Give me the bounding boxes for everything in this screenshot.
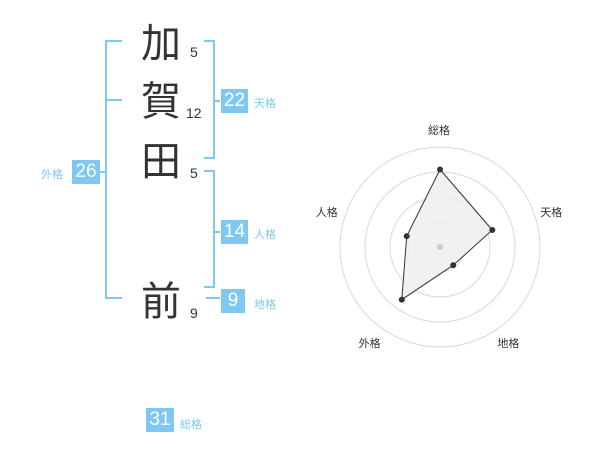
- jinkaku-label: 人格: [254, 228, 276, 241]
- chikaku-value-badge: 9: [221, 289, 245, 313]
- chikaku-label: 地格: [254, 298, 276, 311]
- radar-axis-label-1: 総格: [428, 124, 450, 137]
- name-char-2: 賀: [141, 79, 181, 125]
- given-char-1: 前: [141, 279, 181, 325]
- stroke-count-4: 9: [190, 305, 198, 321]
- radar-point-5: [403, 233, 410, 240]
- stroke-count-1: 5: [190, 44, 198, 60]
- radar-center-dot: [437, 244, 443, 250]
- soukaku-value-badge: 31: [146, 408, 174, 432]
- gaikaku-value-badge: 26: [72, 160, 100, 184]
- radar-ring-4: [339, 146, 541, 348]
- radar-axis-label-4: 外格: [358, 337, 381, 351]
- tenkaku-value-badge: 22: [221, 89, 248, 113]
- jinkaku-bracket: [204, 170, 215, 288]
- radar-point-3: [450, 262, 457, 269]
- name-char-3: 田: [141, 139, 181, 185]
- radar-axis-label-2: 天格: [540, 205, 563, 219]
- name-char-1: 加: [141, 21, 181, 67]
- stroke-count-2: 12: [186, 105, 202, 121]
- radar-axis-label-5: 人格: [315, 205, 338, 219]
- radar-point-1: [437, 166, 443, 173]
- tenkaku-label: 天格: [254, 97, 276, 110]
- soukaku-label: 総格: [180, 418, 202, 431]
- gaikaku-label: 外格: [41, 168, 63, 181]
- radar-polygon: [401, 168, 494, 301]
- radar-axis-label-3: 地格: [497, 337, 520, 351]
- stroke-count-3: 5: [190, 165, 198, 181]
- tenkaku-bracket: [204, 40, 215, 159]
- gaikaku-bracket: [105, 40, 122, 299]
- jinkaku-value-badge: 14: [221, 220, 248, 244]
- radar-point-4: [398, 296, 405, 303]
- radar-point-2: [489, 227, 496, 234]
